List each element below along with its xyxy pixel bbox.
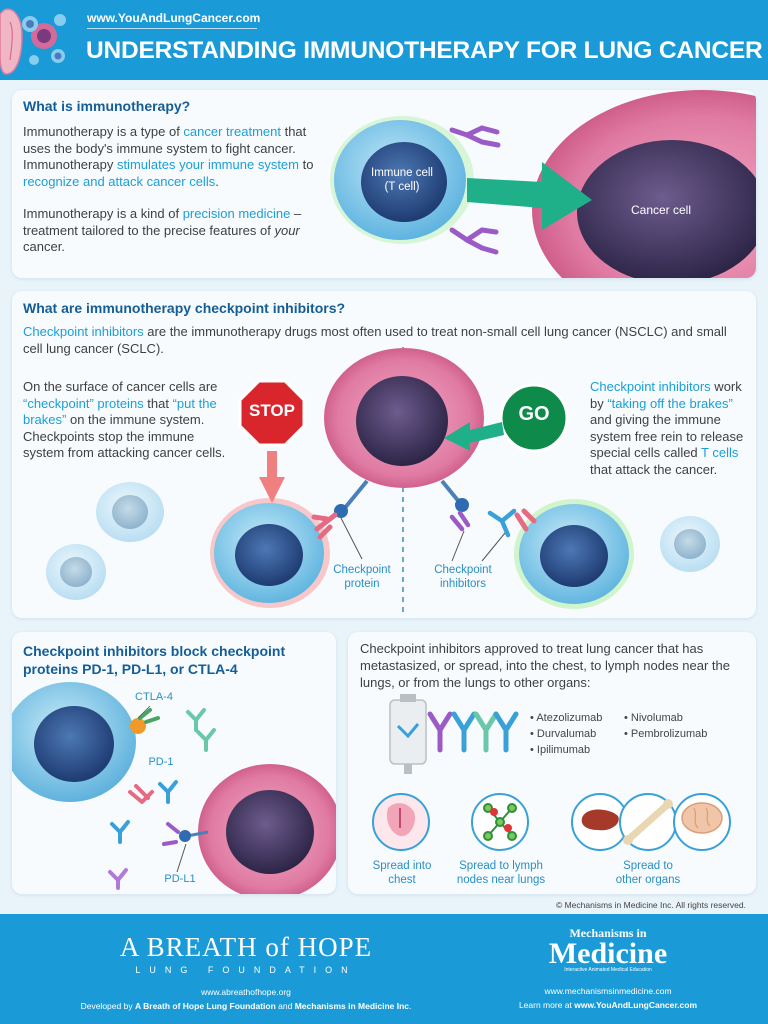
- immune-vs-cancer-illustration: [330, 90, 756, 278]
- ctla4-label: CTLA-4: [135, 691, 173, 703]
- immunotherapy-definition: Immunotherapy is a type of cancer treatm…: [23, 124, 314, 189]
- mim-block: Mechanisms in Medicine Interactive Anima…: [488, 914, 728, 1010]
- inhibitors-effect-text: Checkpoint inhibitors work by “taking of…: [590, 379, 744, 477]
- mim-logo-tagline: Interactive Animated Medical Education: [564, 967, 652, 973]
- section-heading: What is immunotherapy?: [23, 98, 191, 114]
- aboh-logo-title: A BREATH of HOPE: [119, 932, 373, 962]
- drugs-and-spread-illustration: [372, 694, 731, 851]
- site-url[interactable]: www.YouAndLungCancer.com: [87, 11, 261, 25]
- aboh-logo-subtitle: LUNG FOUNDATION: [135, 965, 357, 975]
- precision-medicine-text: Immunotherapy is a kind of precision med…: [23, 206, 302, 254]
- header-divider: [87, 28, 257, 29]
- checkpoint-proteins-text: On the surface of cancer cells are “chec…: [23, 379, 226, 460]
- page-title: UNDERSTANDING IMMUNOTHERAPY FOR LUNG CAN…: [86, 37, 763, 64]
- copyright-notice: © Mechanisms in Medicine Inc. All rights…: [555, 900, 746, 910]
- go-sign-label: GO: [518, 403, 550, 425]
- learn-more[interactable]: Learn more at www.YouAndLungCancer.com: [518, 1000, 698, 1010]
- section-what-is-immunotherapy: What is immunotherapy? Immunotherapy is …: [12, 90, 756, 278]
- section-approved-drugs: Checkpoint inhibitors approved to treat …: [348, 632, 756, 894]
- stop-sign-label: STOP: [249, 401, 295, 420]
- section-heading: What are immunotherapy checkpoint inhibi…: [23, 300, 346, 316]
- mim-url[interactable]: www.mechanismsinmedicine.com: [544, 986, 672, 996]
- drug-item: • Nivolumab: [624, 712, 683, 724]
- drug-item: • Pembrolizumab: [624, 728, 708, 740]
- developed-by: Developed by A Breath of Hope Lung Found…: [80, 1001, 412, 1011]
- drug-list-col2: • Nivolumab • Pembrolizumab: [624, 710, 707, 742]
- checkpoint-illustration: [46, 347, 720, 613]
- header: www.YouAndLungCancer.com UNDERSTANDING I…: [0, 0, 768, 80]
- lung-cells-logo-icon: [0, 0, 80, 80]
- cancer-cell-label: Cancer cell: [630, 203, 692, 217]
- section-checkpoint-inhibitors: What are immunotherapy checkpoint inhibi…: [12, 291, 756, 618]
- checkpoint-intro: Checkpoint inhibitors are the immunother…: [23, 324, 727, 356]
- drug-list-col1: • Atezolizumab • Durvalumab • Ipilimumab: [530, 710, 602, 758]
- mim-logo-title: Medicine: [548, 937, 668, 970]
- drug-item: • Atezolizumab: [530, 712, 603, 724]
- aboh-block: A BREATH of HOPE LUNG FOUNDATION www.abr…: [60, 914, 432, 1011]
- immune-cell-label: Immune cell(T cell): [371, 167, 433, 193]
- approved-drugs-intro: Checkpoint inhibitors approved to treat …: [360, 641, 730, 690]
- drug-item: • Durvalumab: [530, 728, 597, 740]
- footer: A BREATH of HOPE LUNG FOUNDATION www.abr…: [0, 914, 768, 1024]
- pd1-ctla4-illustration: [12, 682, 336, 894]
- pd1-label: PD-1: [148, 756, 174, 768]
- drug-item: • Ipilimumab: [530, 744, 591, 756]
- aboh-url[interactable]: www.abreathofhope.org: [201, 987, 291, 997]
- pdl1-label: PD-L1: [164, 873, 196, 885]
- mim-logo-top: Mechanisms in: [569, 926, 647, 940]
